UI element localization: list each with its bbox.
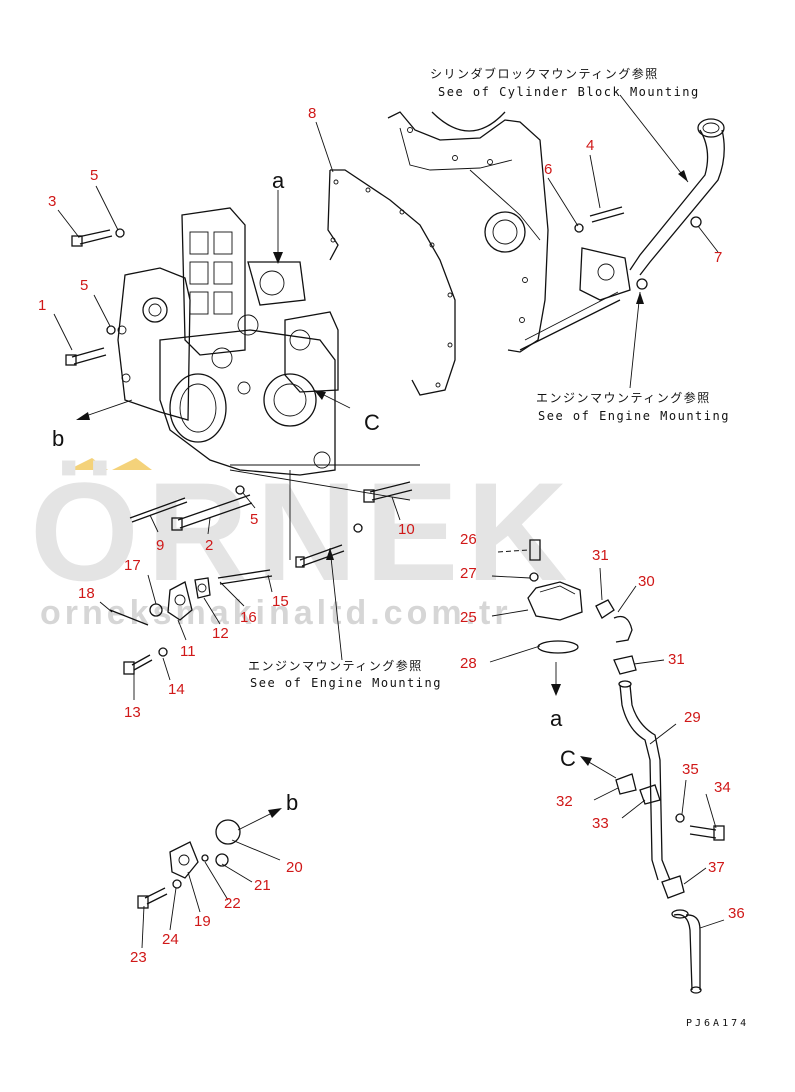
callout-12: 12: [212, 625, 229, 642]
lower-left-parts: [137, 819, 241, 909]
callout-13: 13: [124, 704, 141, 721]
watermark-brand: ÖRNEK: [30, 453, 576, 610]
callout-4: 4: [586, 137, 594, 154]
callout-1: 1: [38, 297, 46, 314]
view-letters: a b C a C b: [52, 168, 576, 815]
front-cover-assembly: [117, 207, 339, 476]
view-letter-a-top: a: [272, 168, 285, 193]
callout-25: 25: [460, 609, 477, 626]
callout-6: 6: [544, 161, 552, 178]
small-parts-left: [109, 577, 211, 675]
callout-21: 21: [254, 877, 271, 894]
view-letter-b-left: b: [52, 426, 64, 451]
bolts-upper: [65, 206, 625, 366]
water-pipe-top: [519, 118, 725, 351]
callout-32: 32: [556, 793, 573, 810]
leader-lines: [53, 94, 725, 949]
callout-9: 9: [156, 537, 164, 554]
callout-22: 22: [224, 895, 241, 912]
callout-29: 29: [684, 709, 701, 726]
view-letter-c-lower: C: [560, 746, 576, 771]
callout-2: 2: [205, 537, 213, 554]
callout-31-bottom: 31: [668, 651, 685, 668]
ref-cylinder-block-en: See of Cylinder Block Mounting: [438, 85, 700, 99]
ref-engine-mount-2-en: See of Engine Mounting: [250, 676, 442, 690]
callout-20: 20: [286, 859, 303, 876]
callout-36: 36: [728, 905, 745, 922]
reference-notes: シリンダブロックマウンティング参照 See of Cylinder Block …: [248, 66, 730, 690]
callout-27: 27: [460, 565, 477, 582]
callout-35: 35: [682, 761, 699, 778]
callout-30: 30: [638, 573, 655, 590]
ref-engine-mount-1-en: See of Engine Mounting: [538, 409, 730, 423]
callout-34: 34: [714, 779, 731, 796]
callout-23: 23: [130, 949, 147, 966]
view-letter-a-bottom: a: [550, 706, 563, 731]
callout-15: 15: [272, 593, 289, 610]
gasket-part-8: [327, 169, 456, 396]
callout-28: 28: [460, 655, 477, 672]
callout-5-mid: 5: [80, 277, 88, 294]
callout-26: 26: [460, 531, 477, 548]
watermark-accent-right: [112, 458, 152, 470]
callout-10: 10: [398, 521, 415, 538]
callout-19: 19: [194, 913, 211, 930]
callout-5-top: 5: [90, 167, 98, 184]
view-letter-b-lower: b: [286, 790, 298, 815]
callout-3: 3: [48, 193, 56, 210]
callout-16: 16: [240, 609, 257, 626]
view-letter-c-right: C: [364, 410, 380, 435]
callout-14: 14: [168, 681, 185, 698]
callout-31-top: 31: [592, 547, 609, 564]
callout-37: 37: [708, 859, 725, 876]
ref-engine-mount-1-jp: エンジンマウンティング参照: [536, 390, 711, 405]
watermark: ÖRNEK orneksmakinaltd.com.tr: [30, 453, 576, 632]
callout-numbers: 1 2 3 4 5 5 5 6 7 8 9 10 11 12 13 14 15 …: [38, 105, 745, 966]
cylinder-block-outline: [387, 111, 549, 353]
ref-engine-mount-2-jp: エンジンマウンティング参照: [248, 658, 423, 673]
drawing-code: PJ6A174: [686, 1018, 749, 1029]
callout-8: 8: [308, 105, 316, 122]
bolts-lower: [129, 481, 413, 585]
callout-17: 17: [124, 557, 141, 574]
callout-24: 24: [162, 931, 179, 948]
callout-33: 33: [592, 815, 609, 832]
thermostat-housing: [527, 539, 637, 675]
callout-7: 7: [714, 249, 722, 266]
watermark-accent-left: [68, 458, 108, 470]
water-pipe-lower: [615, 680, 725, 994]
ref-cylinder-block-jp: シリンダブロックマウンティング参照: [430, 66, 659, 81]
callout-18: 18: [78, 585, 95, 602]
callout-11: 11: [180, 643, 196, 660]
callout-5-low: 5: [250, 511, 258, 528]
